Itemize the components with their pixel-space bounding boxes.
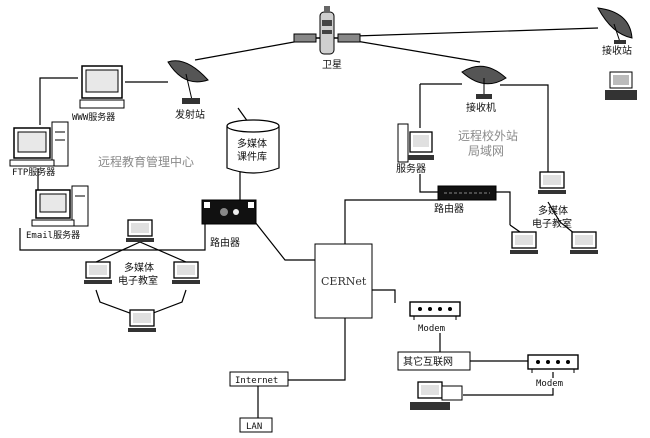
classroom-right-pc-right-icon xyxy=(570,231,598,254)
receive-station-computer-icon xyxy=(605,71,637,100)
transmit-station-dish-icon xyxy=(167,60,209,104)
internet-box xyxy=(229,371,289,387)
internet-label: Internet xyxy=(235,376,278,386)
ring-3 xyxy=(95,289,136,316)
multimedia-library-line1: 多媒体 xyxy=(237,137,267,150)
www-server-label: WWW服务器 xyxy=(72,111,115,123)
receiver-dish-icon xyxy=(461,65,507,99)
router-right-icon xyxy=(437,185,497,201)
link-server-router xyxy=(419,174,438,193)
satellite-icon xyxy=(293,6,361,55)
link-ftp-www xyxy=(39,77,78,125)
classroom-left-line2: 电子教室 xyxy=(118,274,158,287)
ring-4 xyxy=(147,289,187,316)
ftp-server-icon xyxy=(9,121,69,167)
classroom-right-line1: 多媒体 xyxy=(538,204,568,217)
home-computer-icon xyxy=(410,381,463,410)
ring-2 xyxy=(95,241,141,263)
classroom-left-pc-right-icon xyxy=(172,261,200,284)
link-modem2-pc xyxy=(463,388,554,396)
classroom-left-pc-left-icon xyxy=(84,261,112,284)
link-cernet-internet xyxy=(288,318,346,381)
router-right-label: 路由器 xyxy=(434,202,464,215)
email-server-icon xyxy=(31,185,89,227)
other-internet-label: 其它互联网 xyxy=(403,355,453,368)
remote-lan-line1: 远程校外站 xyxy=(458,128,518,143)
email-server-label: Email服务器 xyxy=(26,229,80,241)
link-satellite-transmit xyxy=(194,39,306,61)
link-router-cernet xyxy=(254,221,315,261)
link-satellite-receive-station xyxy=(354,27,599,37)
classroom-right-pc-left-icon xyxy=(510,231,538,254)
link-router-cernet-right xyxy=(344,199,440,244)
remote-server-label: 服务器 xyxy=(396,162,426,175)
ftp-server-label: FTP服务器 xyxy=(12,166,55,178)
classroom-left-line1: 多媒体 xyxy=(124,261,154,274)
www-server-icon xyxy=(79,65,125,109)
remote-server-icon xyxy=(397,123,434,163)
modem-1-label: Modem xyxy=(418,324,445,334)
classroom-left-pc-top-icon xyxy=(126,219,154,242)
link-receiver-classroom xyxy=(500,84,549,182)
center-name-label: 远程教育管理中心 xyxy=(98,154,194,169)
transmit-station-label: 发射站 xyxy=(175,108,205,121)
modem-1-icon xyxy=(409,301,461,320)
link-email-router xyxy=(19,222,206,251)
classroom-right-pc-top-icon xyxy=(538,171,566,194)
lan-label: LAN xyxy=(246,422,262,432)
router-left-label: 路由器 xyxy=(210,236,240,249)
link-satellite-receiver xyxy=(349,39,481,63)
classroom-right-line2: 电子教室 xyxy=(532,217,572,230)
remote-lan-line2: 局域网 xyxy=(468,144,504,158)
cernet-label: CERNet xyxy=(321,275,367,288)
other-internet-box xyxy=(397,351,471,371)
classroom-left-pc-bottom-icon xyxy=(128,309,156,332)
receive-station-label: 接收站 xyxy=(602,44,632,57)
multimedia-library-icon xyxy=(226,119,280,174)
cernet-box xyxy=(314,243,373,319)
satellite-label: 卫星 xyxy=(322,59,342,71)
link-cernet-modem xyxy=(372,289,396,303)
router-left-icon xyxy=(201,199,257,225)
receive-station-dish-icon xyxy=(597,7,633,44)
modem-2-label: Modem xyxy=(536,379,563,389)
modem-2-icon xyxy=(527,354,579,373)
receiver-label: 接收机 xyxy=(466,101,496,114)
lan-box xyxy=(239,417,273,433)
link-router-classroom xyxy=(496,191,511,225)
multimedia-library-line2: 课件库 xyxy=(237,150,267,163)
